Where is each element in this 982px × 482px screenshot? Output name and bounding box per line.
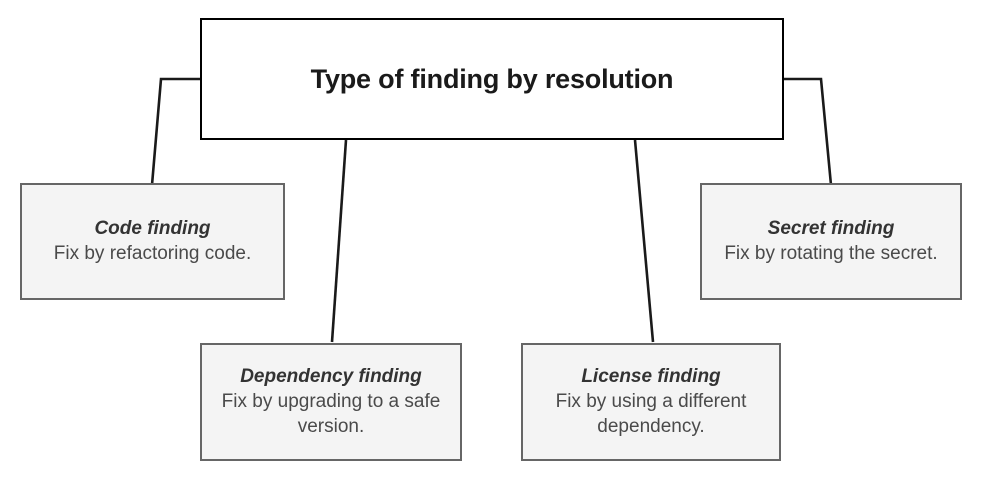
node-license-finding-description: Fix by using a different dependency.	[555, 391, 747, 437]
node-code-finding-title: Code finding	[94, 217, 211, 239]
node-dependency-finding[interactable]: Dependency finding Fix by upgrading to a…	[200, 343, 462, 461]
node-dependency-finding-title: Dependency finding	[240, 366, 422, 388]
connector-root-to-code	[150, 77, 200, 186]
connector-root-to-license	[633, 139, 655, 343]
node-secret-finding[interactable]: Secret finding Fix by rotating the secre…	[700, 183, 962, 300]
node-code-finding-description: Fix by refactoring code.	[53, 243, 252, 264]
node-license-finding-title: License finding	[581, 366, 721, 388]
node-license-finding[interactable]: License finding Fix by using a different…	[521, 343, 781, 461]
node-root[interactable]: Type of finding by resolution	[200, 18, 784, 140]
node-root-title: Type of finding by resolution	[310, 63, 674, 94]
connector-root-to-secret	[784, 77, 833, 186]
node-dependency-finding-description: Fix by upgrading to a safe version.	[221, 391, 441, 437]
node-secret-finding-description: Fix by rotating the secret.	[724, 243, 938, 264]
node-code-finding[interactable]: Code finding Fix by refactoring code.	[20, 183, 285, 300]
connector-root-to-dependency	[330, 139, 348, 343]
node-secret-finding-title: Secret finding	[767, 217, 895, 239]
